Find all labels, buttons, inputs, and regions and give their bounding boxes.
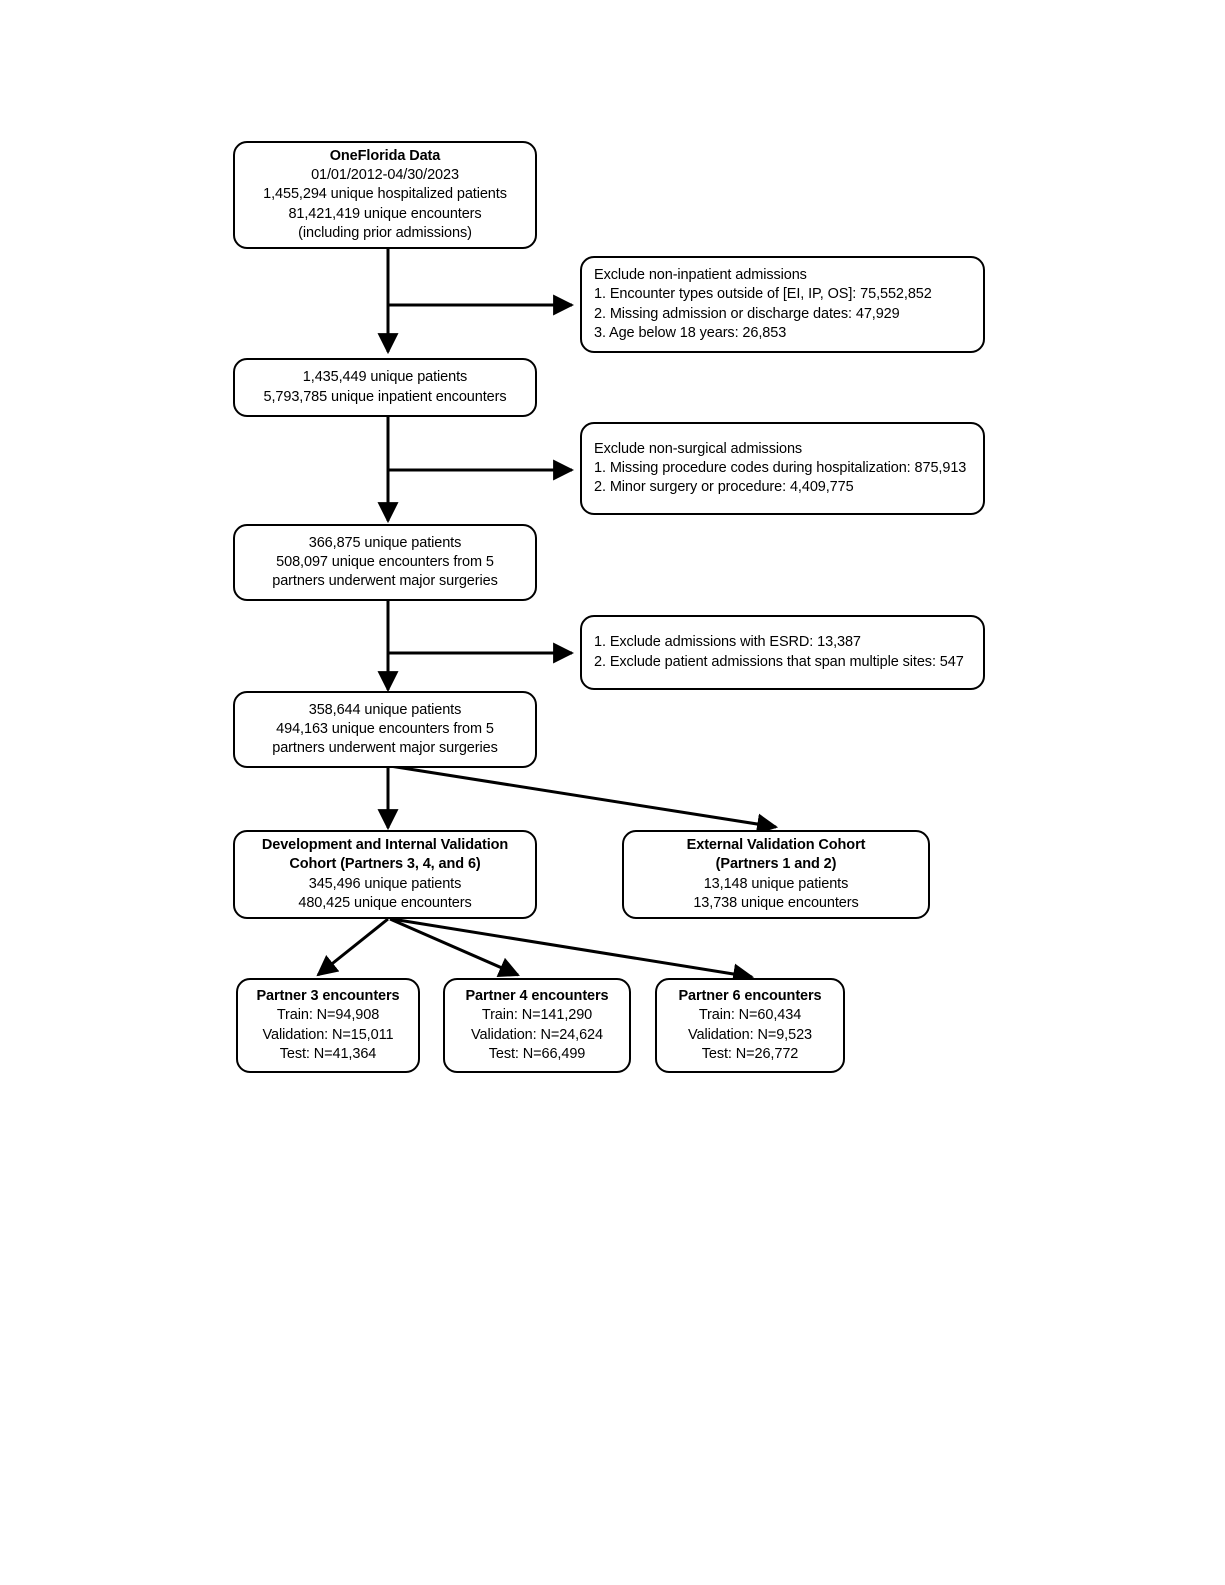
node-inpatient-cohort: 1,435,449 unique patients 5,793,785 uniq… xyxy=(233,358,537,417)
node-line: partners underwent major surgeries xyxy=(272,740,498,757)
node-line: 1,435,449 unique patients xyxy=(302,369,468,386)
node-line: Validation: N=9,523 xyxy=(688,1026,812,1043)
edge-development-to-partner6 xyxy=(391,917,755,985)
node-line: External Validation Cohort xyxy=(686,836,866,853)
node-exclude-esrd-multisite: 1. Exclude admissions with ESRD: 13,387 … xyxy=(580,615,985,690)
edge-development-to-partner4 xyxy=(389,917,520,978)
node-line: 5,793,785 unique inpatient encounters xyxy=(263,388,507,405)
node-line: 2. Minor surgery or procedure: 4,409,775 xyxy=(594,479,854,496)
node-line: 13,738 unique encounters xyxy=(693,894,859,911)
node-line: 366,875 unique patients xyxy=(308,534,462,551)
node-line: 358,644 unique patients xyxy=(308,701,462,718)
node-external-cohort: External Validation Cohort (Partners 1 a… xyxy=(622,830,930,919)
node-exclude-non-surgical: Exclude non-surgical admissions 1. Missi… xyxy=(580,422,985,515)
node-line: Partner 6 encounters xyxy=(678,987,822,1004)
node-major-surgery-cohort: 366,875 unique patients 508,097 unique e… xyxy=(233,524,537,601)
node-line: (Partners 1 and 2) xyxy=(715,856,837,873)
node-line: partners underwent major surgeries xyxy=(272,573,498,590)
node-line: 3. Age below 18 years: 26,853 xyxy=(594,324,787,341)
node-line: 480,425 unique encounters xyxy=(298,894,472,911)
node-line: 1. Exclude admissions with ESRD: 13,387 xyxy=(594,634,861,651)
node-line: Train: N=141,290 xyxy=(481,1007,593,1024)
node-line: Test: N=26,772 xyxy=(701,1045,799,1062)
node-partner-3-encounters: Partner 3 encounters Train: N=94,908 Val… xyxy=(236,978,420,1073)
node-line: 81,421,419 unique encounters xyxy=(288,205,482,222)
node-exclude-non-inpatient: Exclude non-inpatient admissions 1. Enco… xyxy=(580,256,985,353)
node-partner-6-encounters: Partner 6 encounters Train: N=60,434 Val… xyxy=(655,978,845,1073)
edge-development-to-partner3 xyxy=(316,917,389,977)
node-line: Development and Internal Validation xyxy=(261,836,509,853)
node-line: 345,496 unique patients xyxy=(308,875,462,892)
node-line: 01/01/2012-04/30/2023 xyxy=(311,167,459,184)
node-final-cohort: 358,644 unique patients 494,163 unique e… xyxy=(233,691,537,768)
node-line: 2. Exclude patient admissions that span … xyxy=(594,653,964,670)
node-line: Partner 4 encounters xyxy=(465,987,609,1004)
node-line: Validation: N=15,011 xyxy=(262,1026,394,1043)
node-line: Cohort (Partners 3, 4, and 6) xyxy=(289,856,481,873)
node-line: Exclude non-surgical admissions xyxy=(594,440,803,457)
node-partner-4-encounters: Partner 4 encounters Train: N=141,290 Va… xyxy=(443,978,631,1073)
node-line: 13,148 unique patients xyxy=(703,875,849,892)
node-line: Test: N=66,499 xyxy=(488,1045,586,1062)
node-line: 2. Missing admission or discharge dates:… xyxy=(594,305,900,322)
node-line: 1. Missing procedure codes during hospit… xyxy=(594,459,967,476)
node-onflorida-data: OneFlorida Data 01/01/2012-04/30/2023 1,… xyxy=(233,141,537,249)
node-development-cohort: Development and Internal Validation Coho… xyxy=(233,830,537,919)
node-line: (including prior admissions) xyxy=(298,224,472,241)
node-line: 508,097 unique encounters from 5 xyxy=(276,553,494,570)
node-line: 1. Encounter types outside of [EI, IP, O… xyxy=(594,286,932,303)
edge-final-to-external xyxy=(389,764,779,835)
node-line: 1,455,294 unique hospitalized patients xyxy=(263,186,507,203)
node-line: Validation: N=24,624 xyxy=(471,1026,603,1043)
node-line: 494,163 unique encounters from 5 xyxy=(276,720,494,737)
node-line: OneFlorida Data xyxy=(329,147,441,164)
node-line: Train: N=60,434 xyxy=(698,1007,802,1024)
node-line: Partner 3 encounters xyxy=(256,987,400,1004)
node-line: Train: N=94,908 xyxy=(276,1007,380,1024)
node-line: Exclude non-inpatient admissions xyxy=(594,266,807,283)
node-line: Test: N=41,364 xyxy=(279,1045,377,1062)
